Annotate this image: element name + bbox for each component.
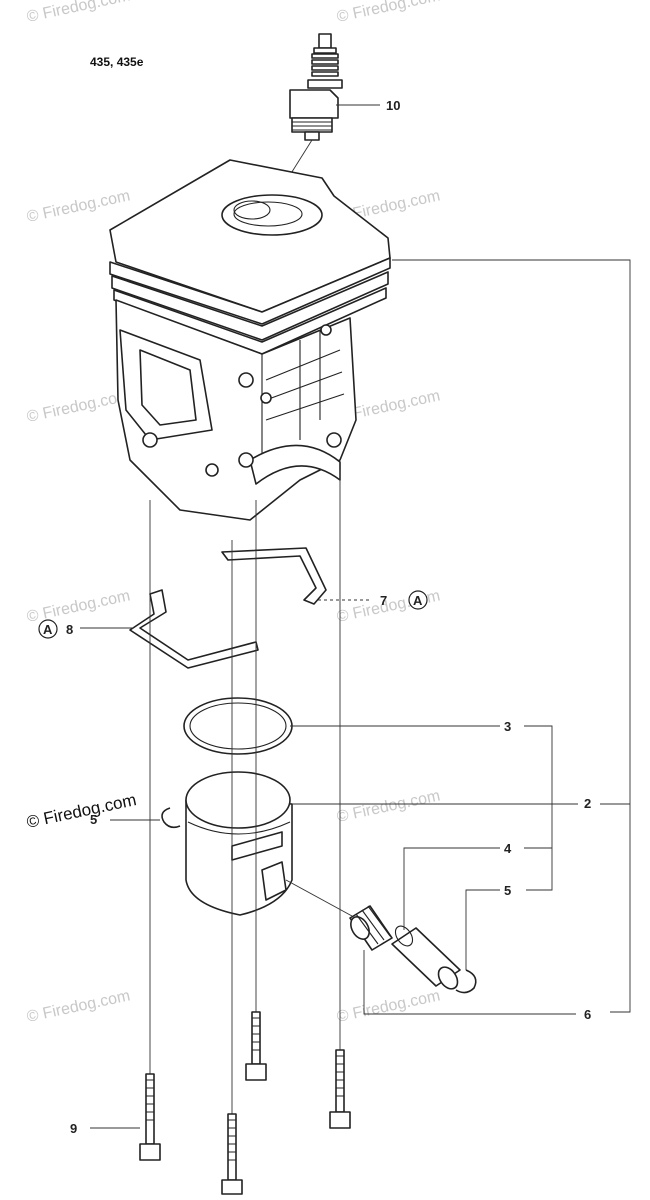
cylinder	[109, 159, 391, 521]
watermark: © Firedog.com	[335, 0, 441, 26]
bolt-2	[221, 1113, 243, 1195]
callout-9: 9	[70, 1121, 77, 1136]
circlip-left	[161, 807, 181, 829]
bolt-3	[245, 1011, 267, 1081]
callout-7: 7	[380, 593, 387, 608]
callout-2: 2	[584, 796, 591, 811]
callout-4: 4	[504, 841, 512, 856]
gasket-part-8	[129, 589, 259, 669]
callout-8: 8	[66, 622, 73, 637]
bolt-1	[139, 1073, 161, 1161]
svg-text:A: A	[43, 622, 53, 637]
leader-piston-to-bearing	[285, 879, 353, 917]
callout-3: 3	[504, 719, 511, 734]
watermark: © Firedog.com	[25, 987, 131, 1025]
bolt-4	[329, 1049, 351, 1129]
circlip-right	[455, 969, 477, 994]
piston-pin	[391, 925, 461, 990]
piston-ring	[183, 697, 293, 755]
piston	[185, 771, 293, 916]
svg-text:A: A	[413, 593, 423, 608]
bracket-3-5	[524, 725, 553, 891]
callout-6: 6	[584, 1007, 591, 1022]
callout-5-right: 5	[504, 883, 511, 898]
spark-plug	[289, 33, 343, 141]
leader-4	[403, 847, 500, 930]
watermark: © Firedog.com	[25, 587, 131, 625]
callout-5-left: 5	[90, 812, 97, 827]
needle-bearing	[349, 905, 393, 951]
reference-marker-8: A	[38, 619, 58, 639]
watermark: © Firedog.com	[25, 187, 131, 225]
watermark-main: © Firedog.com	[25, 790, 138, 832]
leader-5-right	[465, 889, 500, 970]
reference-marker-7: A	[408, 590, 428, 610]
gasket-part-7	[221, 547, 327, 605]
watermark: © Firedog.com	[335, 787, 441, 825]
leader-6	[363, 950, 576, 1015]
bracket-2	[392, 259, 631, 1013]
model-label: 435, 435e	[90, 55, 144, 69]
watermark: © Firedog.com	[335, 587, 441, 625]
watermark: © Firedog.com	[25, 387, 131, 425]
watermark: © Firedog.com	[25, 0, 131, 26]
callout-10: 10	[386, 98, 400, 113]
watermark: © Firedog.com	[335, 987, 441, 1025]
